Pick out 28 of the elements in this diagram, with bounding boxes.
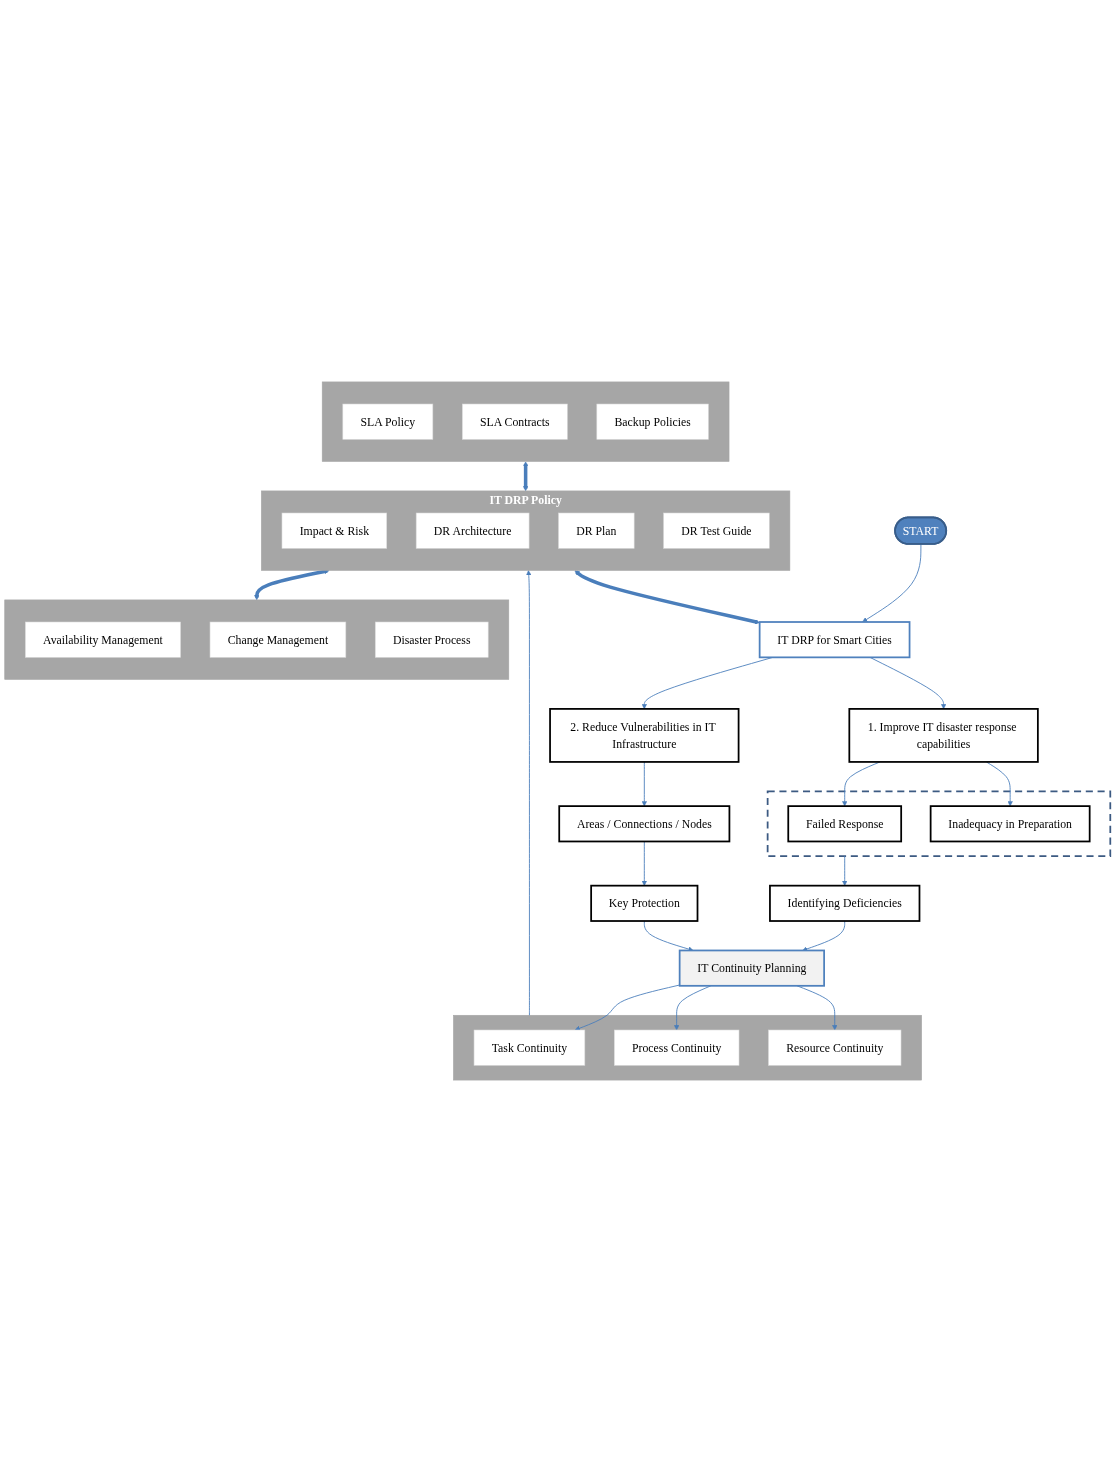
node-box: Inadequacy in Preparation [929,805,1091,843]
node-box: Key Protection [590,884,699,922]
node-box: 2. Reduce Vulnerabilities in IT Infrastructure [549,708,740,763]
node-box: Change Management [209,621,347,658]
node-box: SLA Contracts [462,403,568,440]
node-box: Process Continuity [614,1029,740,1066]
arrow [574,570,760,625]
node-box: DR Plan [558,512,635,549]
node-box: Identifying Deficiencies [769,884,921,922]
node-box: IT Continuity Planning [678,949,825,987]
node-box: Areas / Connections / Nodes [558,805,731,843]
node-box: Task Continuity [473,1029,586,1066]
node-box: SLA Policy [342,403,434,440]
cluster [4,599,510,680]
node-box: Availability Management [25,621,181,658]
node-box: IT DRP for Smart Cities [758,621,911,659]
cluster [766,790,1112,858]
node-box: Backup Policies [596,403,709,440]
node-box: Impact & Risk [281,512,387,549]
arrow [523,461,529,492]
cluster [453,1015,922,1081]
node-box: Resource Continuity [768,1029,902,1066]
node-box: 1. Improve IT disaster response capabilities [848,708,1039,763]
cluster [321,381,730,462]
node-box: DR Test Guide [663,512,770,549]
node-box: Disaster Process [375,621,489,658]
node-box: Failed Response [787,805,903,843]
node-box: DR Architecture [415,512,530,549]
